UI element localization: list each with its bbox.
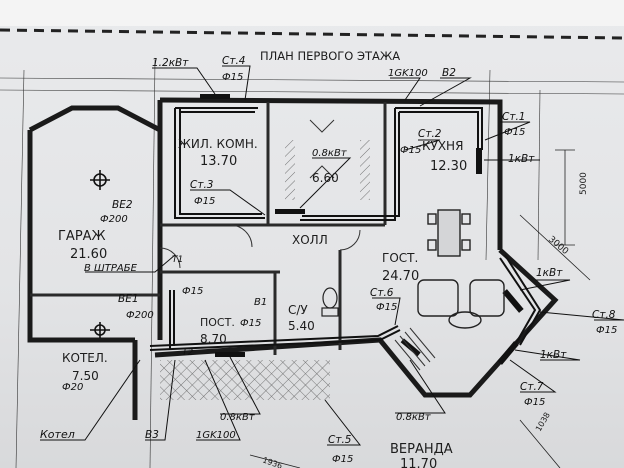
stairs [394, 327, 436, 371]
sofa-armchairs [417, 279, 505, 329]
radiator-boiler-room [215, 352, 245, 357]
hatched-wall-fill [160, 140, 370, 400]
room-guestbed-name: ПОСТ. [200, 316, 235, 329]
note-be2-d: Ф200 [100, 214, 128, 225]
note-be2: ВЕ2 [112, 199, 133, 211]
note-st8: Ст.8 [592, 309, 616, 321]
note-d15-a: Ф15 [182, 286, 203, 297]
radiator-guest-right-a [502, 289, 524, 313]
note-d15-b: Ф15 [240, 318, 261, 329]
note-power-1-2kw: 1.2кВт [152, 57, 189, 69]
room-veranda-area: 11.70 [400, 457, 437, 468]
note-v-shtrabe: В ШТРАБЕ [84, 263, 138, 274]
room-hall-name: ХОЛЛ [292, 233, 328, 247]
interior-walls [30, 102, 387, 355]
note-power-1kw-right2: 1кВт [540, 349, 567, 361]
note-power-1kw-kitchen: 1кВт [508, 153, 535, 165]
note-st6: Ст.6 [370, 287, 394, 299]
note-power-0-8kw-bottom: 0.8кВт [220, 412, 256, 423]
room-closet-area: 6.60 [312, 171, 339, 185]
note-be1: ВЕ1 [118, 293, 139, 305]
vent-symbol-be2 [90, 170, 110, 190]
room-veranda-name: ВЕРАНДА [390, 442, 453, 457]
note-st8-d: Ф15 [596, 325, 617, 336]
room-guest-area: 24.70 [382, 269, 419, 284]
note-b3: В3 [145, 429, 159, 441]
dimension-lines [249, 149, 591, 468]
room-garage-area: 21.60 [70, 247, 107, 262]
heating-pipe-routes [149, 107, 542, 351]
radiator-kitchen [476, 148, 482, 174]
note-b2: В2 [442, 67, 456, 79]
note-b1: В1 [254, 297, 267, 308]
binder-strip [0, 0, 624, 40]
note-st5-d: Ф15 [332, 454, 353, 465]
note-st4: Ст.4 [222, 55, 245, 67]
note-st2: Ст.2 [418, 128, 442, 140]
note-power-1kw-right: 1кВт [536, 267, 563, 279]
note-st7: Ст.7 [520, 381, 544, 393]
note-t2: Т2 [182, 348, 193, 358]
note-t1: Т1 [172, 255, 183, 265]
room-boiler-name: КОТЕЛ. [62, 351, 108, 365]
room-bathroom-name: С/У [288, 303, 308, 317]
room-kitchen-area: 12.30 [430, 159, 467, 174]
note-st6-d: Ф15 [376, 302, 397, 313]
note-st4-d: Ф15 [222, 72, 243, 83]
dim-1936: 1936 [261, 455, 283, 468]
note-kotel: Котел [40, 428, 75, 441]
note-gk100-top: 1GK100 [388, 68, 428, 79]
toilet-fixture [321, 287, 339, 317]
leader-lines [40, 65, 624, 446]
vent-symbol-be1 [90, 322, 110, 338]
room-bathroom-area: 5.40 [288, 319, 315, 333]
note-st2-d: Ф15 [400, 145, 421, 156]
kitchen-table [427, 209, 471, 257]
room-living-area: 13.70 [200, 154, 237, 169]
note-d20: Ф20 [62, 382, 83, 393]
room-garage-name: ГАРАЖ [58, 229, 106, 244]
room-guest-name: ГОСТ. [382, 251, 418, 265]
note-power-0-8kw-veranda: 0.8кВт [396, 412, 432, 423]
room-living-name: ЖИЛ. КОМН. [178, 137, 258, 151]
note-st1: Ст.1 [502, 111, 525, 123]
room-boiler-area: 7.50 [72, 369, 99, 383]
dim-3000: 3000 [546, 235, 570, 258]
plan-title: ПЛАН ПЕРВОГО ЭТАЖА [260, 49, 400, 63]
note-st5: Ст.5 [328, 434, 352, 446]
room-guestbed-area: 8.70 [200, 332, 227, 346]
note-st3: Ст.3 [190, 179, 213, 191]
note-st7-d: Ф15 [524, 397, 545, 408]
note-power-0-8kw-closet: 0.8кВт [312, 148, 348, 159]
room-kitchen-name: КУХНЯ [422, 139, 463, 153]
dim-1038: 1038 [534, 411, 552, 433]
dim-5000: 5000 [579, 172, 589, 195]
note-be1-d: Ф200 [126, 310, 154, 321]
door-swings [159, 119, 361, 269]
note-gk100-bottom: 1GK100 [196, 430, 236, 441]
note-st3-d: Ф15 [194, 196, 215, 207]
radiators [200, 94, 524, 365]
radiator-guest-right-b [497, 341, 519, 365]
note-st1-d: Ф15 [504, 127, 525, 138]
radiator-living [200, 94, 230, 99]
radiator-closet [275, 209, 305, 214]
